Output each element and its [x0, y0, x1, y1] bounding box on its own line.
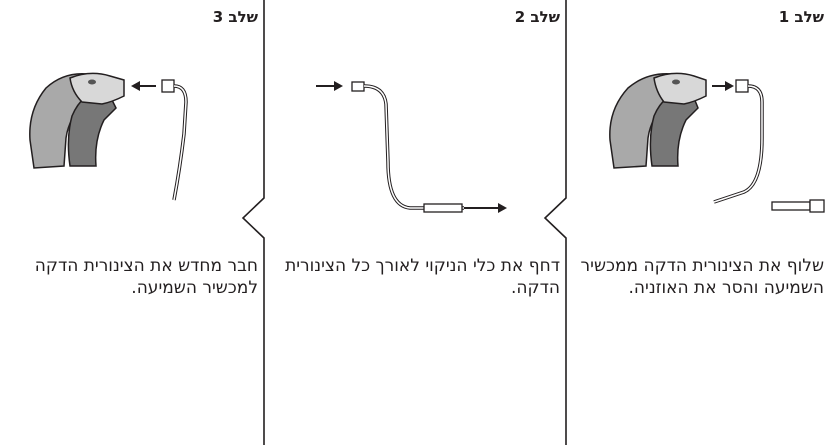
step-1-illustration [609, 72, 825, 213]
thin-tube-icon [161, 79, 188, 201]
thin-tube-icon [713, 79, 764, 204]
arrow-icon [131, 81, 156, 91]
hearing-aid-icon [29, 72, 125, 169]
step-3-description: חבר מחדש את הצינורית הדקה למכשיר השמיעה. [34, 256, 258, 298]
hearing-aid-icon [609, 72, 707, 169]
cleaning-tool-icon [351, 81, 464, 213]
cleaning-tool-icon [771, 199, 825, 213]
step-1-panel: שלב 1 שלוף את הצינורית הדקה ממכשיר השמיע… [568, 0, 828, 445]
arrow-icon [316, 81, 343, 91]
step-3-panel: שלב 3 חבר מחדש את הצינורית הדקה למכשיר ה… [0, 0, 262, 445]
arrow-icon [712, 81, 734, 91]
step-1-description: שלוף את הצינורית הדקה ממכשיר השמיעה והסר… [580, 256, 824, 298]
step-2-description: דחף את כלי הניקוי לאורך כל הצינורית הדקה… [285, 256, 560, 298]
step-2-panel: שלב 2 דחף את כלי הניקוי לאורך כל הצינורי… [266, 0, 564, 445]
step-2-illustration [316, 81, 507, 213]
step-1-title: שלב 1 [778, 8, 824, 26]
arrow-icon [464, 203, 507, 213]
step-3-title: שלב 3 [212, 8, 258, 26]
step-3-illustration [29, 72, 188, 201]
step-2-title: שלב 2 [514, 8, 560, 26]
